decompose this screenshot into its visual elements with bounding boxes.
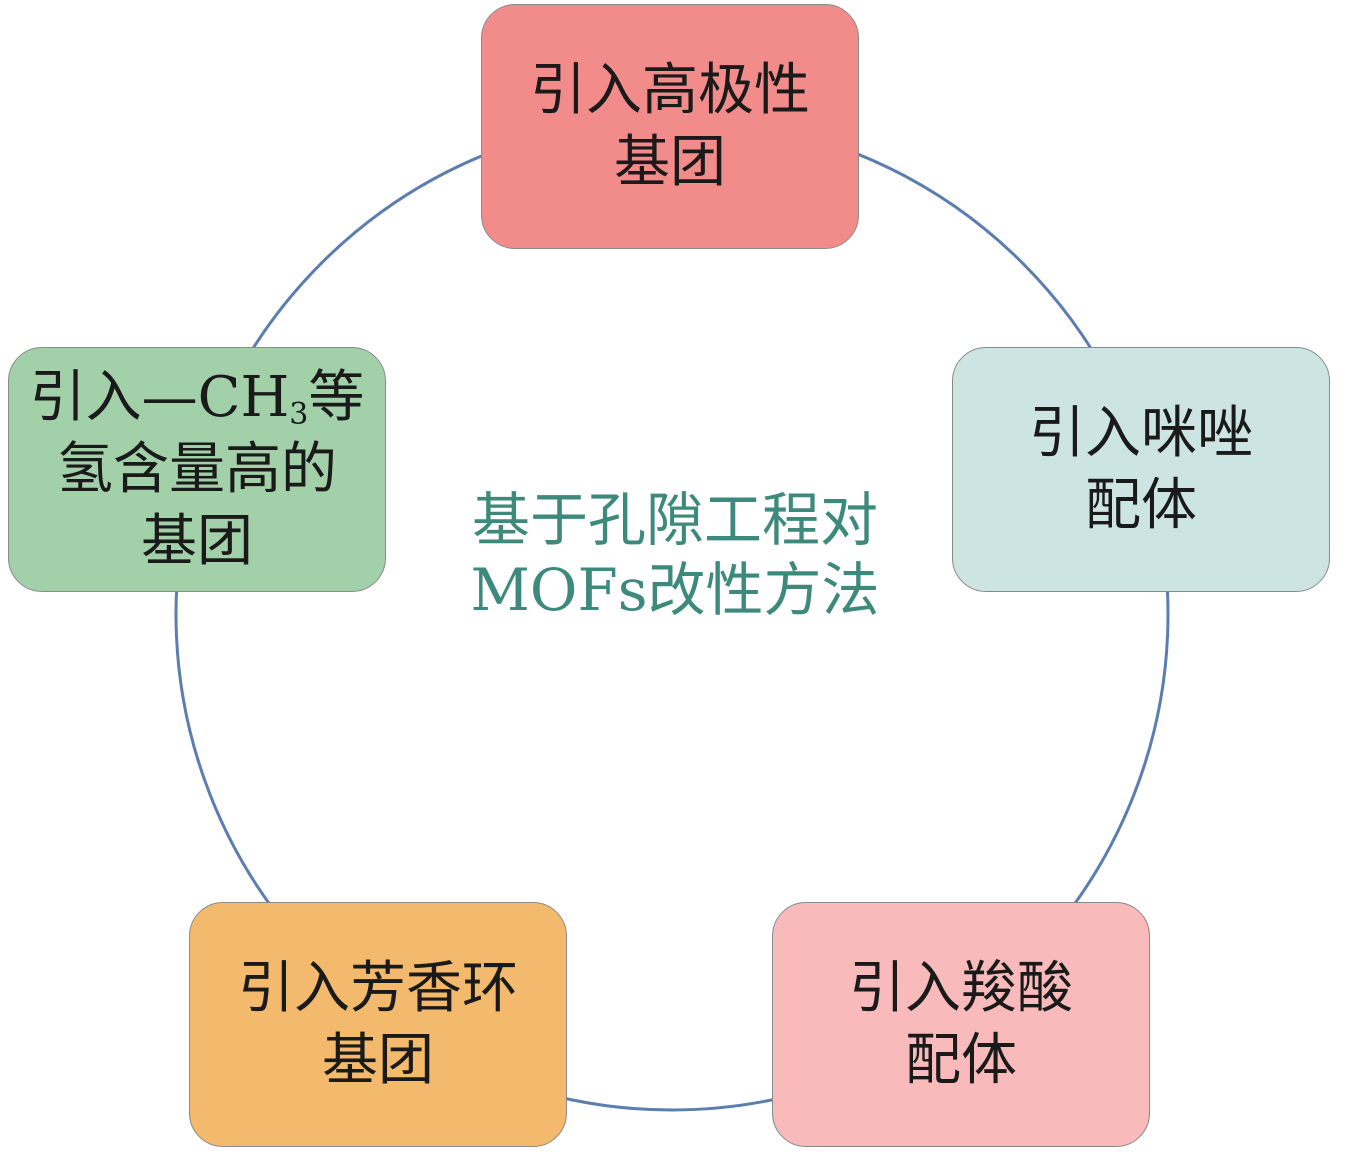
node-imidazole-ligand: 引入咪唑 配体 bbox=[952, 347, 1330, 592]
node-label: 基团 bbox=[141, 508, 253, 574]
center-title-line1: 基于孔隙工程对 bbox=[471, 486, 878, 554]
node-label: 基团 bbox=[322, 1027, 434, 1093]
node-label: 引入—CH3等 bbox=[29, 364, 365, 432]
node-polar-groups: 引入高极性 基团 bbox=[481, 4, 859, 249]
node-carboxylic-ligand: 引入羧酸 配体 bbox=[772, 902, 1150, 1147]
node-label: 引入羧酸 bbox=[849, 955, 1073, 1021]
node-hydrogen-rich-groups: 引入—CH3等 氢含量高的 基团 bbox=[8, 347, 386, 592]
node-label: 配体 bbox=[905, 1027, 1017, 1093]
node-label: 基团 bbox=[614, 129, 726, 195]
node-aromatic-ring: 引入芳香环 基团 bbox=[189, 902, 567, 1147]
node-label: 引入咪唑 bbox=[1029, 400, 1253, 466]
node-label: 配体 bbox=[1085, 472, 1197, 538]
center-title-line2: MOFs改性方法 bbox=[470, 556, 880, 624]
node-label: 引入芳香环 bbox=[238, 955, 518, 1021]
node-label: 氢含量高的 bbox=[57, 436, 337, 502]
node-label: 引入高极性 bbox=[530, 57, 810, 123]
center-title: 基于孔隙工程对 MOFs改性方法 bbox=[430, 485, 920, 625]
